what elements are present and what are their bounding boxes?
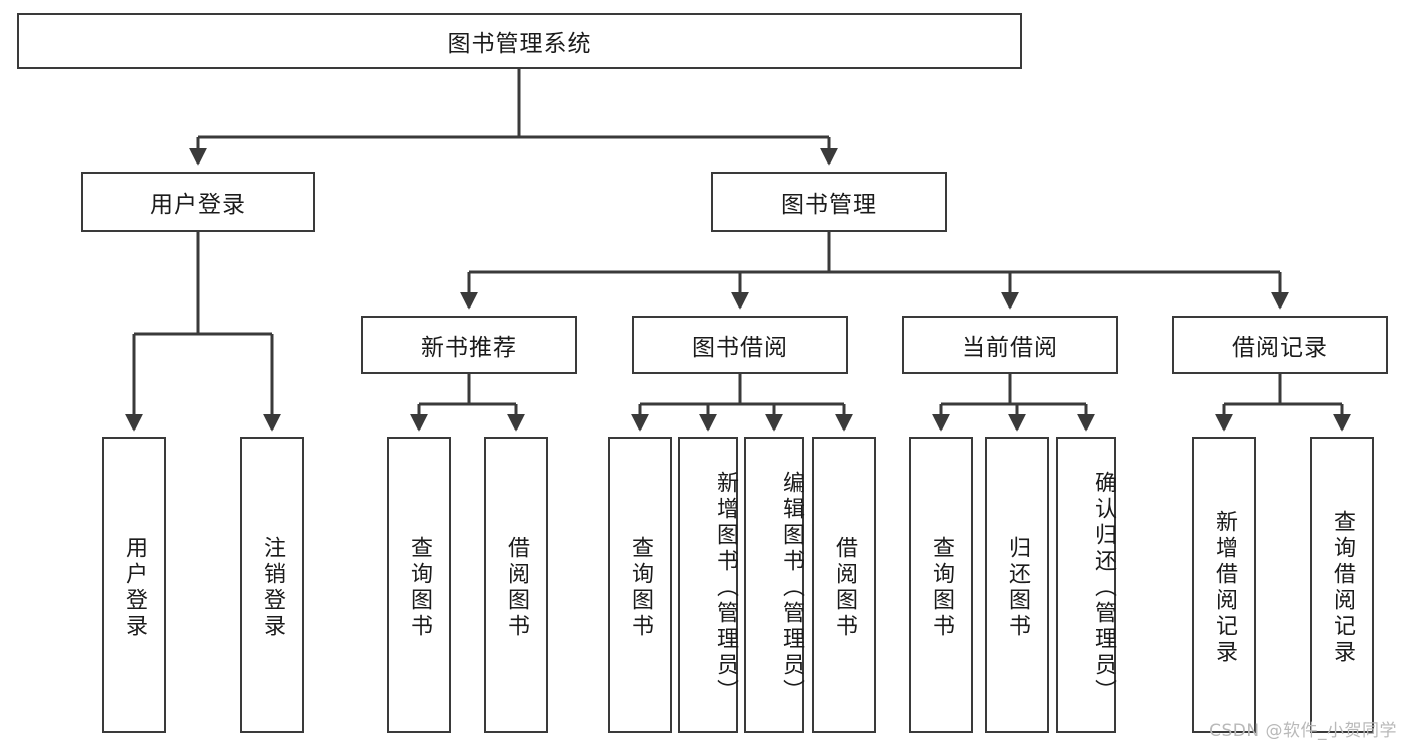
node-leaf-confirm-return-admin-label: 确认归还（管理员） <box>1091 471 1116 705</box>
node-borrow-records-label: 借阅记录 <box>1232 335 1328 361</box>
node-leaf-edit-book-admin-label: 编辑图书（管理员） <box>779 471 804 705</box>
node-root[interactable]: 图书管理系统 <box>17 13 1022 69</box>
node-leaf-logout-login[interactable]: 注销登录 <box>240 437 304 733</box>
node-leaf-user-login[interactable]: 用户登录 <box>102 437 166 733</box>
node-leaf-query-book-current[interactable]: 查询图书 <box>909 437 973 733</box>
node-leaf-add-borrow-record-label: 新增借阅记录 <box>1212 510 1237 666</box>
node-book-borrow[interactable]: 图书借阅 <box>632 316 848 374</box>
node-leaf-query-borrow-record-label: 查询借阅记录 <box>1330 510 1355 666</box>
node-book-management-label: 图书管理 <box>781 192 877 218</box>
node-leaf-add-borrow-record[interactable]: 新增借阅记录 <box>1192 437 1256 733</box>
node-leaf-borrow-book[interactable]: 借阅图书 <box>812 437 876 733</box>
node-user-login[interactable]: 用户登录 <box>81 172 315 232</box>
node-leaf-return-book[interactable]: 归还图书 <box>985 437 1049 733</box>
node-leaf-query-borrow-record[interactable]: 查询借阅记录 <box>1310 437 1374 733</box>
node-leaf-edit-book-admin[interactable]: 编辑图书（管理员） <box>744 437 804 733</box>
watermark: CSDN @软件_小贺同学 <box>1209 721 1397 741</box>
node-leaf-borrow-book-recommend-label: 借阅图书 <box>504 536 529 640</box>
node-new-book-recommend-label: 新书推荐 <box>421 335 517 361</box>
node-leaf-confirm-return-admin[interactable]: 确认归还（管理员） <box>1056 437 1116 733</box>
node-current-borrow[interactable]: 当前借阅 <box>902 316 1118 374</box>
node-leaf-return-book-label: 归还图书 <box>1005 536 1030 640</box>
node-leaf-query-book-recommend[interactable]: 查询图书 <box>387 437 451 733</box>
node-leaf-user-login-label: 用户登录 <box>122 536 147 640</box>
node-leaf-query-book-borrow-label: 查询图书 <box>628 536 653 640</box>
node-leaf-add-book-admin-label: 新增图书（管理员） <box>713 471 738 705</box>
node-root-label: 图书管理系统 <box>447 31 592 57</box>
node-leaf-query-book-borrow[interactable]: 查询图书 <box>608 437 672 733</box>
node-leaf-query-book-recommend-label: 查询图书 <box>407 536 432 640</box>
node-leaf-add-book-admin[interactable]: 新增图书（管理员） <box>678 437 738 733</box>
node-new-book-recommend[interactable]: 新书推荐 <box>361 316 577 374</box>
node-user-login-label: 用户登录 <box>150 192 246 218</box>
node-leaf-query-book-current-label: 查询图书 <box>929 536 954 640</box>
node-borrow-records[interactable]: 借阅记录 <box>1172 316 1388 374</box>
node-leaf-borrow-book-label: 借阅图书 <box>832 536 857 640</box>
node-leaf-borrow-book-recommend[interactable]: 借阅图书 <box>484 437 548 733</box>
node-leaf-logout-login-label: 注销登录 <box>260 536 285 640</box>
node-book-borrow-label: 图书借阅 <box>692 335 788 361</box>
node-current-borrow-label: 当前借阅 <box>962 335 1058 361</box>
node-book-management[interactable]: 图书管理 <box>711 172 947 232</box>
